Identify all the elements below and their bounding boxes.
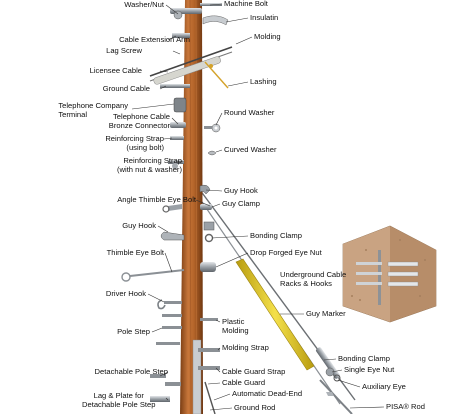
label-guy-hook-right: Guy Hook (224, 186, 258, 195)
label-ground-cable: Ground Cable (102, 84, 150, 93)
label-driver-hook: Driver Hook (105, 289, 146, 298)
label-telephone-company-terminal: Telephone Company Terminal (58, 101, 128, 119)
leader-line (175, 160, 185, 163)
leader-line (157, 225, 169, 233)
label-lag-screw: Lag Screw (106, 46, 142, 55)
leader-line (131, 103, 175, 110)
label-reinforcing-strap-bolt: Reinforcing Strap (using bolt) (105, 134, 164, 152)
label-detachable-pole-step: Detachable Pole Step (94, 367, 168, 376)
leader-line (215, 149, 223, 153)
leader-line (167, 35, 177, 41)
label-underground-cable-racks-hooks: Underground Cable Racks & Hooks (280, 270, 347, 288)
label-telephone-cable-bronze-connector: Telephone Cable Bronze Connector (108, 112, 170, 130)
guy-marker (235, 258, 315, 371)
label-pole-step: Pole Step (117, 327, 150, 336)
leader-line (337, 379, 361, 388)
label-ground-rod: Ground Rod (234, 403, 276, 412)
leader-line (227, 81, 249, 87)
label-single-eye-nut: Single Eye Nut (344, 365, 395, 374)
label-auxiliary-eye: Auxiliary Eye (362, 382, 406, 391)
label-guy-clamp: Guy Clamp (222, 199, 260, 208)
label-licensee-cable: Licensee Cable (89, 66, 142, 75)
label-pisa-rod: PISA® Rod (386, 402, 425, 411)
leader-line (165, 397, 169, 401)
label-automatic-dead-end: Automatic Dead-End (232, 389, 303, 398)
leader-line (235, 36, 253, 45)
label-reinforcing-strap-nut: Reinforcing Strap (with nut & washer) (117, 156, 182, 174)
leader-line (171, 117, 179, 125)
leader-line (159, 371, 169, 377)
leader-line (213, 393, 231, 401)
leader-line (215, 367, 221, 373)
leader-line (211, 235, 249, 239)
label-insulatin: Insulatin (250, 13, 279, 22)
lower-hardware (150, 339, 353, 415)
label-cable-guard: Cable Guard (222, 378, 266, 387)
leader-line (164, 252, 173, 273)
label-angle-thimble-eye-bolt: Angle Thimble Eye Bolt (117, 195, 196, 204)
label-cable-extension-arm: Cable Extension Arm (119, 35, 190, 44)
label-curved-washer: Curved Washer (224, 145, 277, 154)
label-round-washer: Round Washer (224, 108, 275, 117)
leader-line (209, 3, 223, 6)
leader-line (215, 112, 223, 126)
label-bonding-clamp-upper: Bonding Clamp (250, 231, 302, 240)
underground-vault-inset (342, 225, 437, 323)
label-thimble-eye-bolt: Thimble Eye Bolt (106, 248, 164, 257)
label-bonding-clamp-lower: Bonding Clamp (338, 354, 390, 363)
leader-lines (131, 3, 385, 411)
label-washer-nut: Washer/Nut (124, 0, 164, 9)
leader-line (165, 4, 179, 15)
leader-line (207, 382, 221, 385)
leader-line (159, 85, 167, 90)
leader-line (147, 293, 165, 303)
label-machine-bolt: Machine Bolt (224, 0, 268, 8)
leader-line (205, 189, 223, 192)
label-plastic-molding: Plastic Molding (222, 317, 249, 335)
leader-line (323, 358, 337, 361)
leader-line (217, 347, 221, 351)
leader-line (172, 50, 181, 55)
label-guy-hook-left: Guy Hook (122, 221, 156, 230)
label-drop-forged-eye-nut: Drop Forged Eye Nut (250, 248, 322, 257)
mid-hardware (121, 184, 218, 345)
leader-line (159, 70, 169, 73)
leader-line (195, 199, 211, 207)
label-guy-marker: Guy Marker (306, 309, 346, 318)
label-molding-strap: Molding Strap (222, 343, 269, 352)
leader-line (163, 137, 173, 140)
label-cable-guard-strap: Cable Guard Strap (222, 367, 286, 376)
label-lag-plate-detachable-pole-step: Lag & Plate for Detachable Pole Step (82, 391, 156, 409)
label-lashing: Lashing (250, 77, 277, 86)
label-molding: Molding (254, 32, 281, 41)
leader-line (331, 369, 343, 373)
leader-line (225, 17, 249, 23)
top-hardware (149, 3, 233, 169)
leader-line (215, 319, 221, 323)
leader-line (349, 406, 385, 409)
leader-line (211, 203, 221, 208)
leader-line (215, 252, 249, 268)
leader-line (151, 327, 163, 333)
leader-line (209, 407, 233, 411)
